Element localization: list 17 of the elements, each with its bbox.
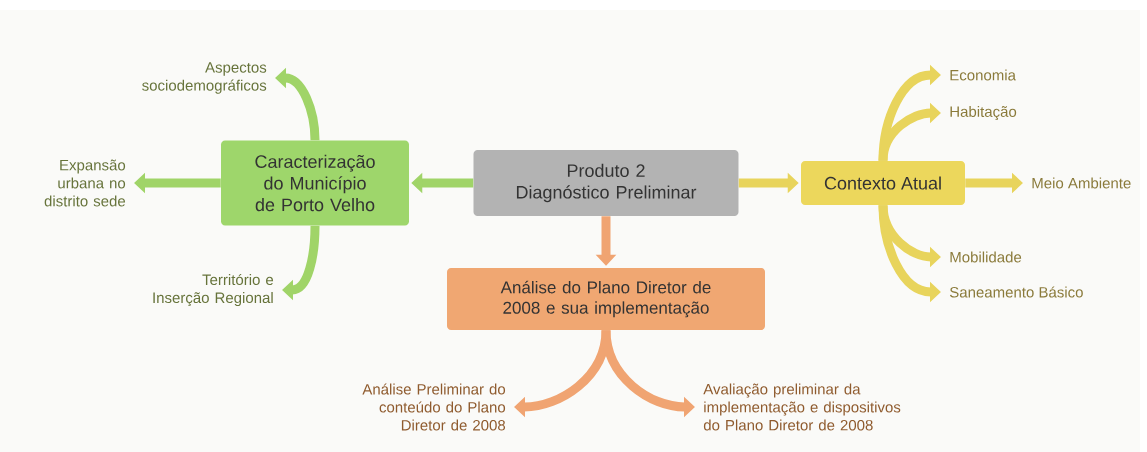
topic-box: Caracterização do Município de Porto Velho — [221, 140, 409, 226]
branch-label: Análise Preliminar do conteúdo do Plano Diretor de 2008 — [362, 383, 506, 431]
branch-label: Mobilidade — [950, 251, 1022, 263]
arrow — [878, 64, 941, 161]
branch-label: Economia — [950, 69, 1016, 81]
branch-label: Saneamento Básico — [949, 286, 1083, 298]
topic-box: Contexto Atual — [801, 161, 965, 205]
topic-box: Produto 2 Diagnóstico Preliminar — [473, 150, 739, 216]
branch-label: Avaliação preliminar da implementação e dispositivos do Plano Diretor de 2008 — [703, 383, 901, 431]
branch-label: Meio Ambiente — [1032, 177, 1131, 189]
branch-label: Aspectos sociodemográficos — [142, 62, 267, 94]
topic-box: Análise do Plano Diretor de 2008 e sua implementação — [447, 268, 765, 330]
branch-label: Território e Inserção Regional — [153, 273, 274, 307]
arrow — [282, 225, 320, 301]
arrow — [878, 102, 941, 162]
branch-label: Expansão urbana no distrito sede — [44, 159, 126, 207]
branch-label: Habitação — [950, 105, 1017, 120]
